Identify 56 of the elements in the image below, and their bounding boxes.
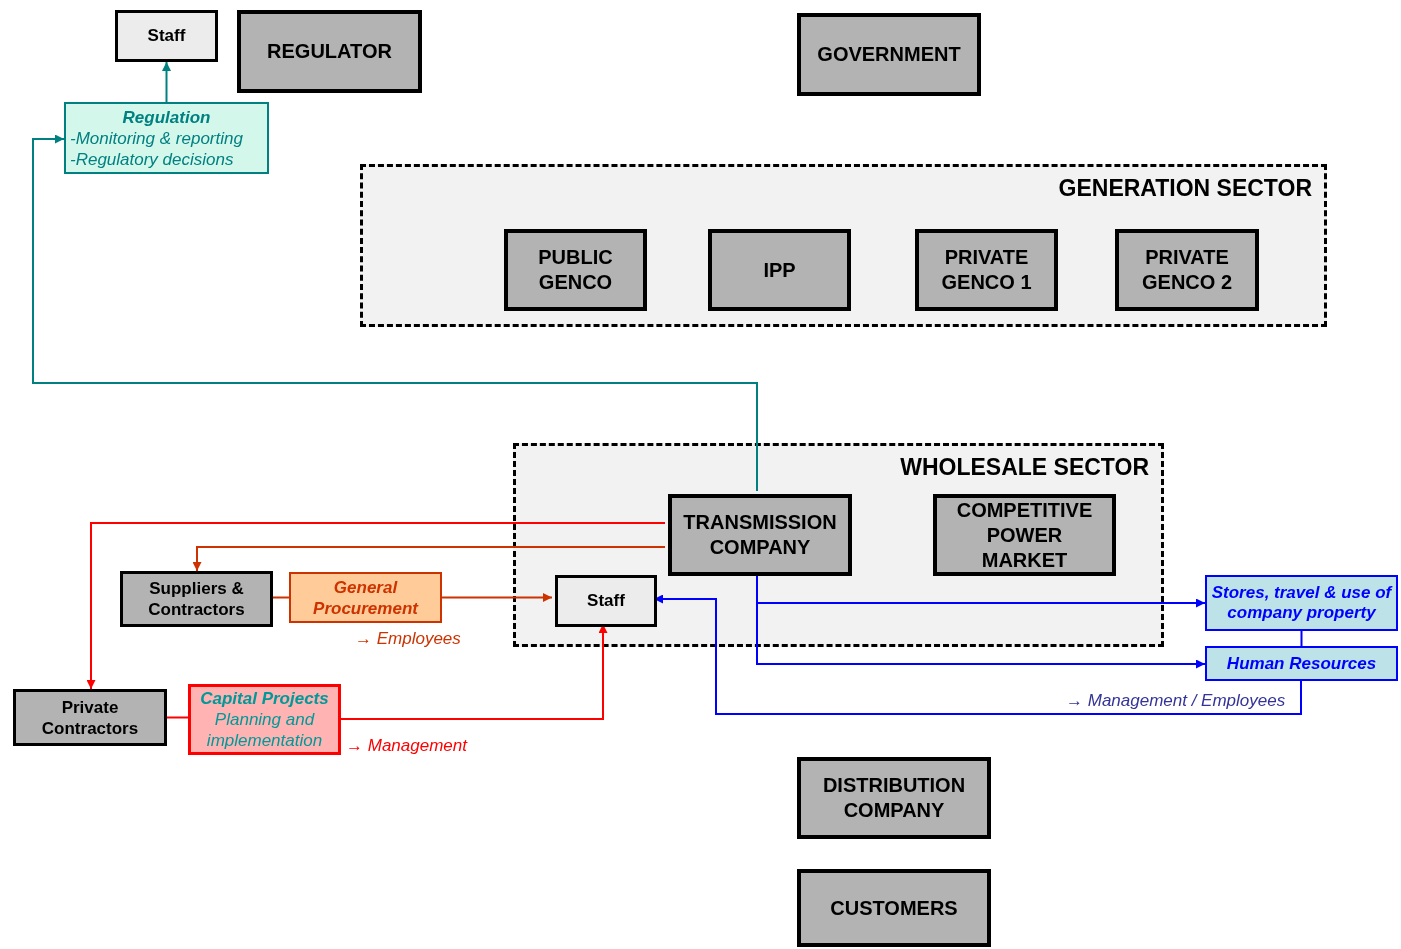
box-label: Stores, travel & use of company property: [1210, 583, 1394, 623]
function-box: [64, 102, 269, 174]
entity-box: [797, 757, 991, 839]
box-detail: -Monitoring & reporting: [69, 127, 244, 149]
box-label: IPP: [762, 257, 797, 283]
connector-line: [272, 596, 290, 599]
side-note: → Management: [346, 735, 467, 757]
side-note: → Management / Employees: [1066, 690, 1286, 712]
sector-title: GENERATION SECTOR: [1058, 174, 1313, 203]
arrow: [162, 61, 171, 103]
sector-area: [360, 164, 1327, 327]
box-label: Staff: [587, 590, 625, 613]
box-label: REGULATOR: [266, 39, 393, 64]
box-label: Suppliers & Contractors: [147, 578, 246, 620]
staff-box: [115, 10, 218, 62]
entity-box: [668, 494, 852, 576]
box-label: TRANSMISSION COMPANY: [682, 510, 838, 560]
arrow: [86, 522, 666, 690]
box-label: DISTRIBUTION COMPANY: [821, 773, 967, 823]
box-label: PRIVATE GENCO 1: [940, 245, 1033, 295]
box-label: Regulation: [121, 106, 212, 128]
function-box: [1205, 575, 1398, 631]
entity-box: [120, 571, 273, 627]
arrow: [441, 593, 553, 602]
arrow: [32, 134, 758, 492]
function-box: [289, 572, 442, 623]
box-label: Staff: [147, 25, 186, 48]
function-box: [188, 684, 341, 755]
entity-box: [13, 689, 167, 746]
box-label: PUBLIC GENCO: [537, 245, 614, 295]
connector-line: [166, 716, 189, 719]
box-label: General Procurement: [312, 576, 420, 619]
entity-box: [708, 229, 851, 311]
sector-title: WHOLESALE SECTOR: [900, 453, 1150, 482]
entity-box: [797, 869, 991, 947]
function-box: [1205, 646, 1398, 681]
entity-box: [237, 10, 422, 93]
side-note: → Employees: [355, 628, 461, 650]
sector-area: [513, 443, 1164, 647]
box-label: PRIVATE GENCO 2: [1141, 245, 1233, 295]
entity-box: [797, 13, 981, 96]
box-label: Private Contractors: [40, 696, 140, 739]
box-detail: -Regulatory decisions: [69, 148, 235, 170]
connector-line: [1300, 630, 1303, 647]
arrow: [192, 546, 666, 572]
entity-box: [504, 229, 647, 311]
box-label: Human Resources: [1226, 653, 1377, 674]
box-label: COMPETITIVE POWER MARKET: [955, 497, 1094, 573]
box-detail: Planning and implementation: [205, 709, 324, 751]
staff-box: [555, 575, 657, 627]
box-label: Capital Projects: [200, 688, 329, 709]
box-label: CUSTOMERS: [829, 895, 959, 921]
box-label: GOVERNMENT: [816, 42, 962, 67]
entity-box: [933, 494, 1116, 576]
entity-box: [1115, 229, 1259, 311]
entity-box: [915, 229, 1058, 311]
